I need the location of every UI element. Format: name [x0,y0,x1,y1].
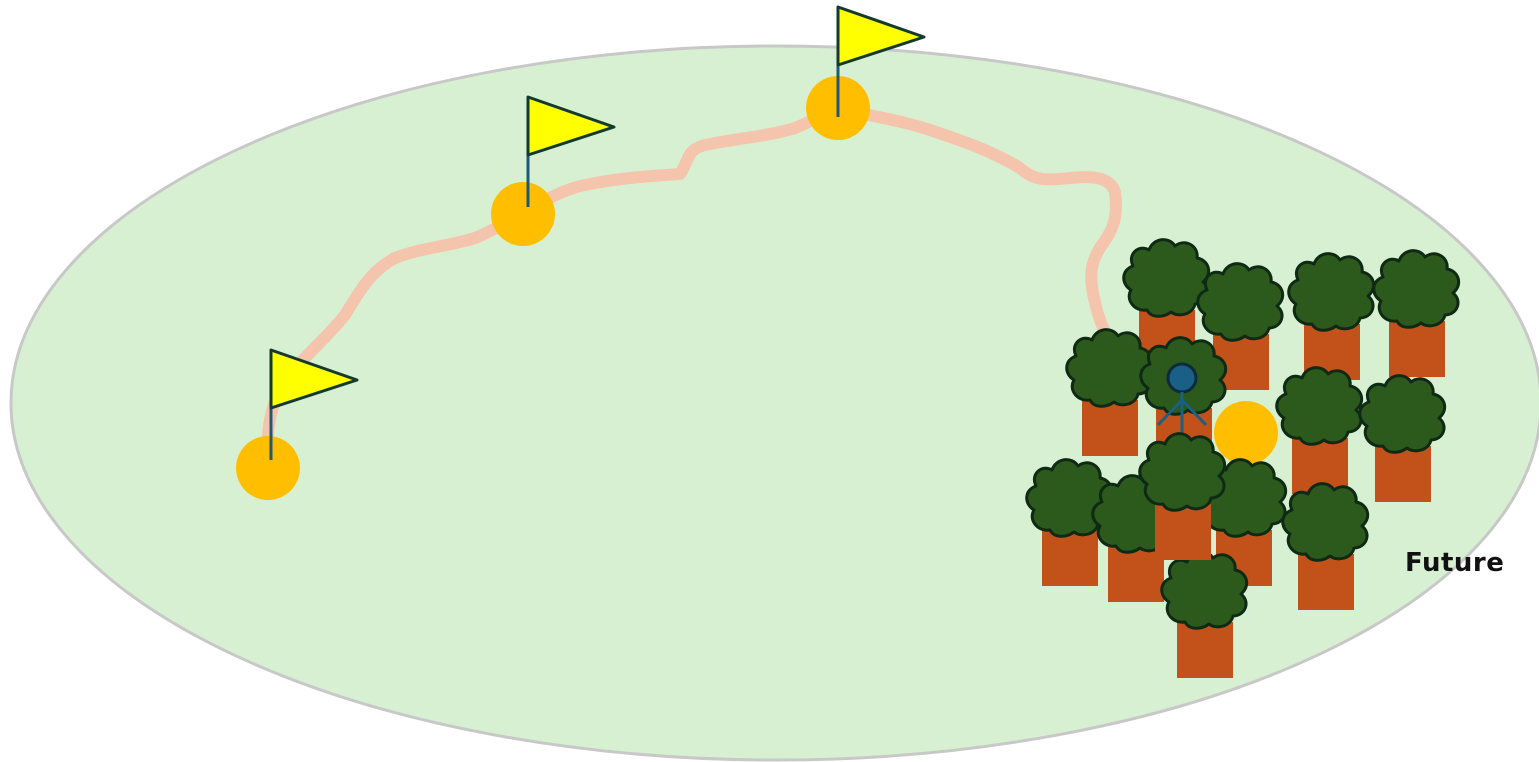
milestone-dot-icon [236,436,300,500]
journey-path [261,102,1122,468]
milestone-dot-icon [491,182,555,246]
future-label: Future [1405,548,1505,578]
milestone-dot-icon [1214,401,1278,465]
